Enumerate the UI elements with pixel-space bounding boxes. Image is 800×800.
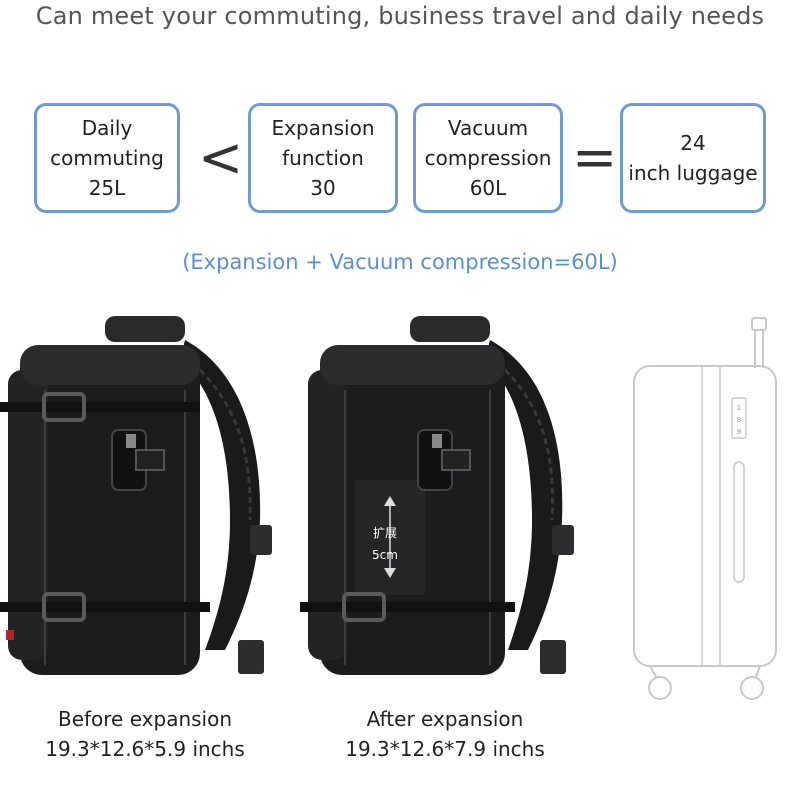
box-line: 60L — [469, 176, 507, 200]
caption-title: Before expansion — [57, 707, 233, 731]
box-line: function — [282, 146, 364, 170]
box-line: 25L — [88, 176, 126, 200]
expansion-marker: 扩展 5cm — [360, 522, 410, 566]
lock-digit: 1 — [737, 404, 741, 412]
box-line: inch luggage — [628, 161, 758, 185]
expansion-marker-line1: 扩展 — [372, 526, 397, 540]
box-daily-commuting: Daily commuting 25L — [34, 103, 180, 213]
backpack-before-image — [0, 316, 272, 675]
caption-dimensions: 19.3*12.6*5.9 inchs — [45, 737, 245, 761]
expansion-marker-line2: 5cm — [372, 548, 398, 562]
caption-title: After expansion — [366, 707, 524, 731]
caption-before-expansion: Before expansion 19.3*12.6*5.9 inchs — [20, 704, 270, 764]
box-line: commuting — [50, 146, 164, 170]
caption-after-expansion: After expansion 19.3*12.6*7.9 inchs — [320, 704, 570, 764]
backpack-after-image — [300, 316, 574, 675]
box-line: Vacuum — [447, 116, 529, 140]
box-24-inch-luggage: 24 inch luggage — [620, 103, 766, 213]
box-line: compression — [424, 146, 552, 170]
box-line: 24 — [680, 131, 706, 155]
box-line: Daily — [81, 116, 133, 140]
box-vacuum-compression: Vacuum compression 60L — [413, 103, 563, 213]
equals-sign: = — [572, 126, 618, 189]
lock-digit: 8 — [737, 416, 741, 424]
box-line: Expansion — [271, 116, 375, 140]
caption-dimensions: 19.3*12.6*7.9 inchs — [345, 737, 545, 761]
lock-digit: 9 — [737, 428, 741, 436]
box-line: 30 — [310, 176, 336, 200]
luggage-outline-image: 1 8 9 — [633, 317, 777, 700]
box-expansion-function: Expansion function 30 — [248, 103, 398, 213]
capacity-formula: (Expansion + Vacuum compression=60L) — [182, 250, 618, 274]
less-than-sign: < — [198, 126, 244, 189]
headline: Can meet your commuting, business travel… — [35, 2, 765, 30]
